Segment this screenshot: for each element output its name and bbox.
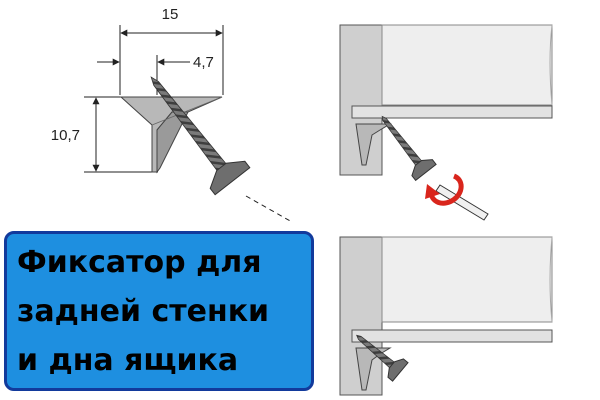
screw-axis-line — [245, 195, 293, 223]
screw-installing — [381, 115, 437, 182]
width-label: 15 — [162, 6, 179, 23]
install-view-bottom — [339, 236, 553, 396]
dimension-drawing: 15 4,7 10,7 — [51, 6, 293, 223]
rotation-arrowhead-icon — [425, 184, 440, 199]
height-label: 10,7 — [51, 127, 80, 144]
rotation-arrow-icon — [428, 173, 464, 206]
title-line-2: задней стенки — [17, 294, 270, 329]
screw — [150, 76, 251, 196]
install-view-top — [339, 24, 553, 221]
title-banner: Фиксатор для задней стенки и дна ящика — [4, 231, 314, 391]
drawer-bottom-panel — [351, 105, 553, 119]
offset-label: 4,7 — [193, 54, 214, 71]
drawer-bottom-panel-2 — [351, 329, 553, 343]
fixer-body — [119, 96, 223, 174]
screwdriver — [435, 184, 489, 221]
title-line-1: Фиксатор для — [17, 245, 262, 280]
screw-installed — [356, 334, 409, 382]
title-line-3: и дна ящика — [17, 343, 239, 378]
fixer-installed-2 — [355, 347, 392, 391]
